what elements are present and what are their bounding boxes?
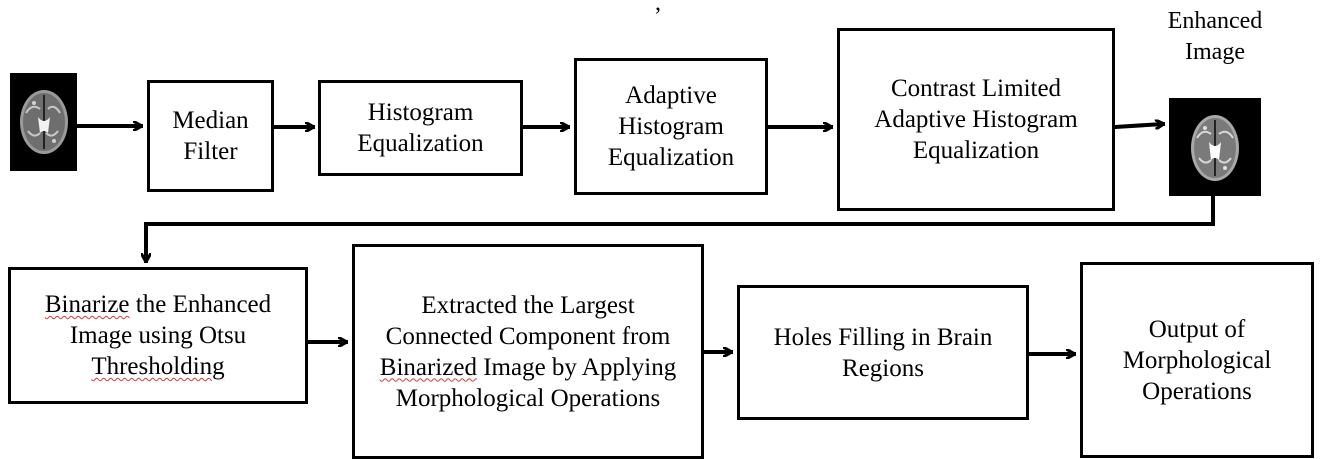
enhanced-brain-image xyxy=(1169,98,1261,196)
spellcheck-word: Binarize xyxy=(44,291,130,318)
arrow-clahe-to-enhanced xyxy=(1112,124,1163,127)
output-morphological-box: Output of Morphological Operations xyxy=(1080,262,1314,458)
enhanced-image-caption: Enhanced Image xyxy=(1167,8,1263,65)
cropped-top-text: , xyxy=(655,0,661,16)
holes-filling-box: Holes Filling in Brain Regions xyxy=(737,285,1029,420)
binarize-box: Binarize the Enhanced Image using Otsu T… xyxy=(8,267,308,404)
adaptive-histogram-equalization-box: Adaptive Histogram Equalization xyxy=(574,58,768,195)
histogram-equalization-box: Histogram Equalization xyxy=(318,80,523,176)
extract-largest-component-box: Extracted the Largest Connected Componen… xyxy=(352,244,704,459)
spellcheck-word: Binarized xyxy=(379,353,477,381)
connector-enhanced-to-binarize xyxy=(146,194,1215,263)
brain-mri-icon xyxy=(20,90,68,154)
median-filter-box: Median Filter xyxy=(147,80,274,192)
brain-mri-icon xyxy=(1191,115,1239,181)
clahe-box: Contrast Limited Adaptive Histogram Equa… xyxy=(837,28,1115,211)
input-brain-image xyxy=(10,73,77,171)
spellcheck-word: Thresholding xyxy=(91,353,225,380)
